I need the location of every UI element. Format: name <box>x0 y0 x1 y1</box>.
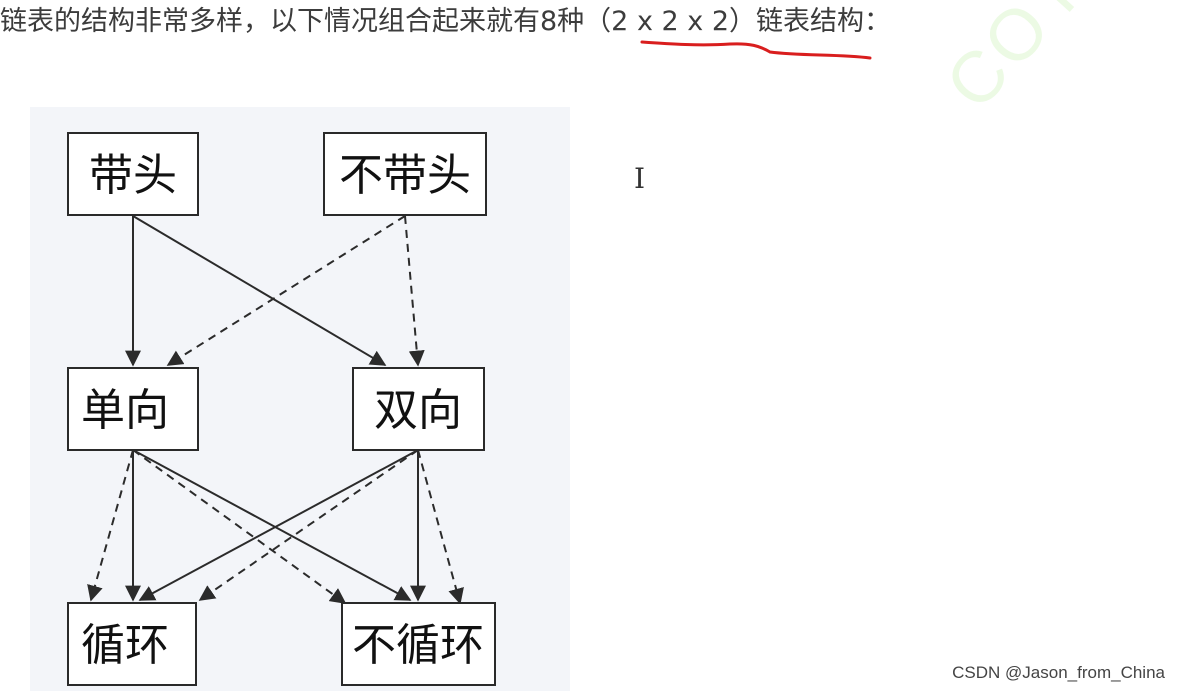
red-underline-annotation <box>640 40 872 60</box>
node-no-head-label: 不带头 <box>339 150 471 201</box>
edge-double-to-non-circular-dashed <box>417 449 464 605</box>
node-single: 单向 <box>67 367 199 451</box>
node-head-label: 带头 <box>89 150 177 201</box>
node-double: 双向 <box>352 367 485 451</box>
edge-double-to-circular-dashed <box>198 449 419 601</box>
intro-sentence: 链表的结构非常多样，以下情况组合起来就有8种（2 x 2 x 2）链表结构： <box>0 6 891 37</box>
credit-label: CSDN @Jason_from_China <box>952 663 1165 682</box>
edge-single-to-non-circular-solid <box>132 449 412 601</box>
text-cursor-icon: I <box>634 162 646 195</box>
edge-no-head-to-double <box>404 215 425 367</box>
edge-single-to-non-circular-dashed <box>132 449 347 604</box>
edge-no-head-to-single <box>166 215 406 366</box>
node-double-label: 双向 <box>374 385 462 436</box>
node-head: 带头 <box>67 132 199 216</box>
node-circular: 循环 <box>67 602 197 686</box>
node-circular-label: 循环 <box>81 620 169 671</box>
edge-head-to-double <box>132 215 387 366</box>
edge-double-to-circular-solid <box>138 449 419 601</box>
node-non-circular: 不循环 <box>341 602 496 686</box>
node-non-circular-label: 不循环 <box>352 620 484 671</box>
node-single-label: 单向 <box>81 385 169 436</box>
edge-single-to-circular-dashed <box>87 449 134 602</box>
node-no-head: 不带头 <box>323 132 487 216</box>
